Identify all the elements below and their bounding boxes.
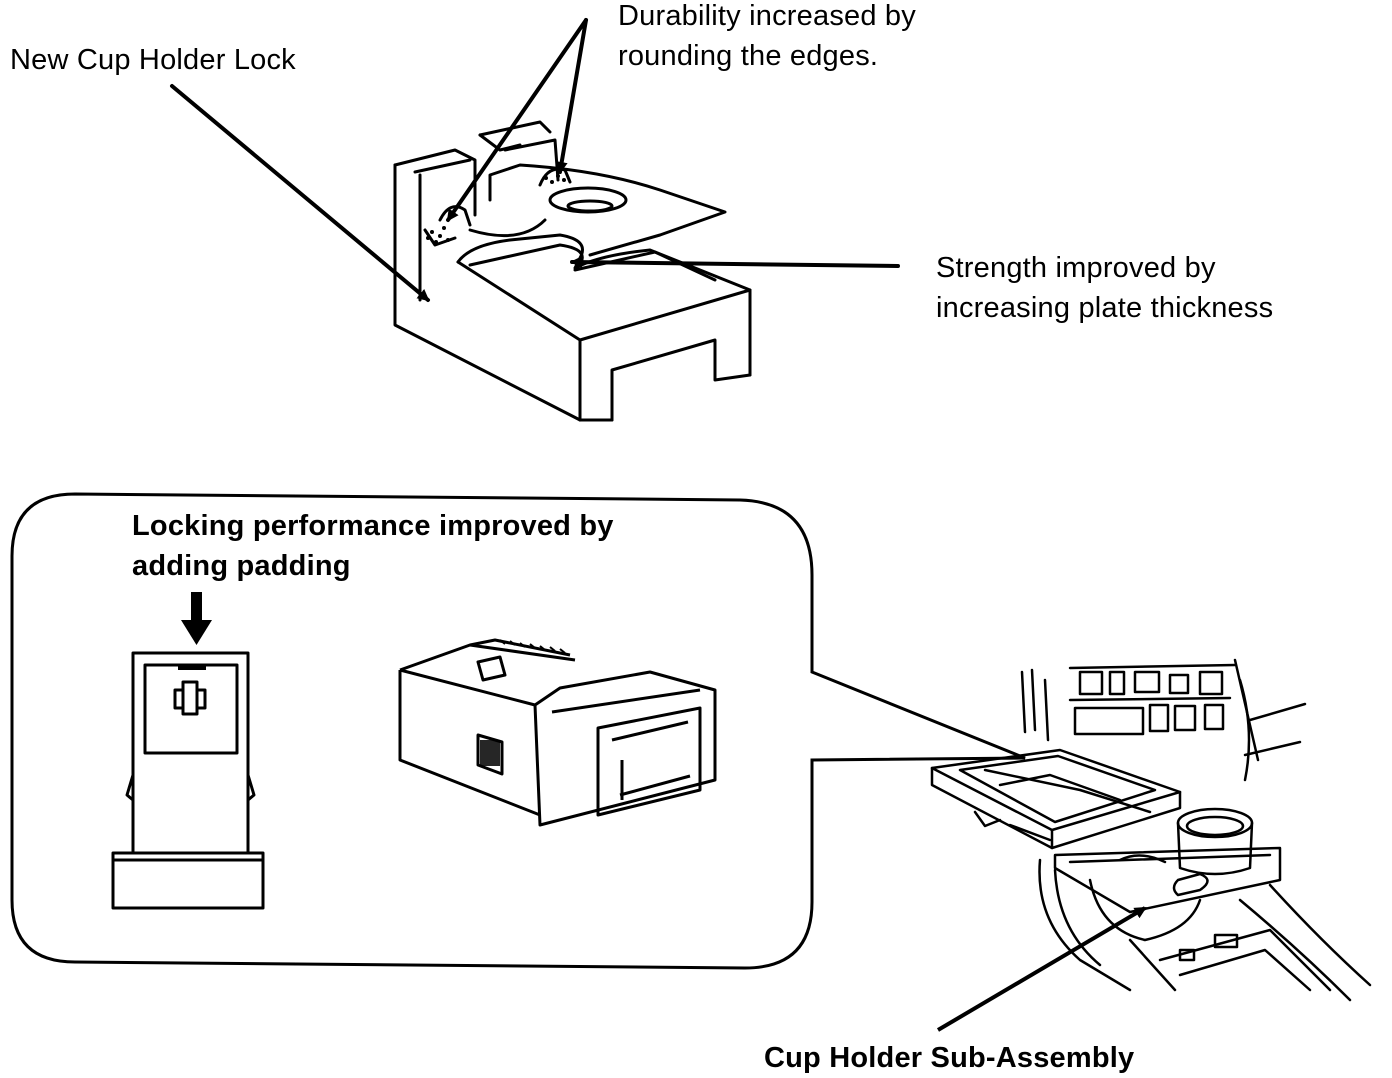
label-durability: Durability increased by rounding the edg… (618, 0, 916, 76)
housing-top-hatch (499, 639, 566, 654)
label-durability-line2: rounding the edges. (618, 40, 879, 72)
lock-shading (426, 174, 566, 244)
label-new-lock-text: New Cup Holder Lock (10, 44, 296, 76)
label-locking-line1: Locking performance improved by (132, 510, 614, 542)
label-subassembly-text: Cup Holder Sub-Assembly (764, 1042, 1135, 1074)
cup-holder-housing-drawing (398, 638, 717, 827)
padding-arrow (181, 592, 212, 645)
leader-lines-top (170, 18, 900, 302)
label-strength: Strength improved by increasing plate th… (936, 248, 1273, 328)
padding-strip (178, 665, 206, 670)
label-locking-performance: Locking performance improved by adding p… (132, 506, 614, 586)
label-strength-line2: increasing plate thickness (936, 292, 1274, 324)
label-durability-line1: Durability increased by (618, 0, 916, 32)
cup-holder-lock-drawing (393, 120, 752, 422)
center-console-drawing (930, 658, 1372, 1002)
subassembly-leader (936, 906, 1147, 1032)
label-strength-line1: Strength improved by (936, 252, 1216, 284)
label-cup-holder-sub-assembly: Cup Holder Sub-Assembly (764, 1038, 1134, 1078)
detail-callout-box (10, 492, 1026, 970)
label-locking-line2: adding padding (132, 550, 351, 582)
padded-lock-drawing (111, 651, 265, 910)
label-new-cup-holder-lock: New Cup Holder Lock (10, 40, 296, 80)
housing-button-shadow (480, 740, 500, 766)
